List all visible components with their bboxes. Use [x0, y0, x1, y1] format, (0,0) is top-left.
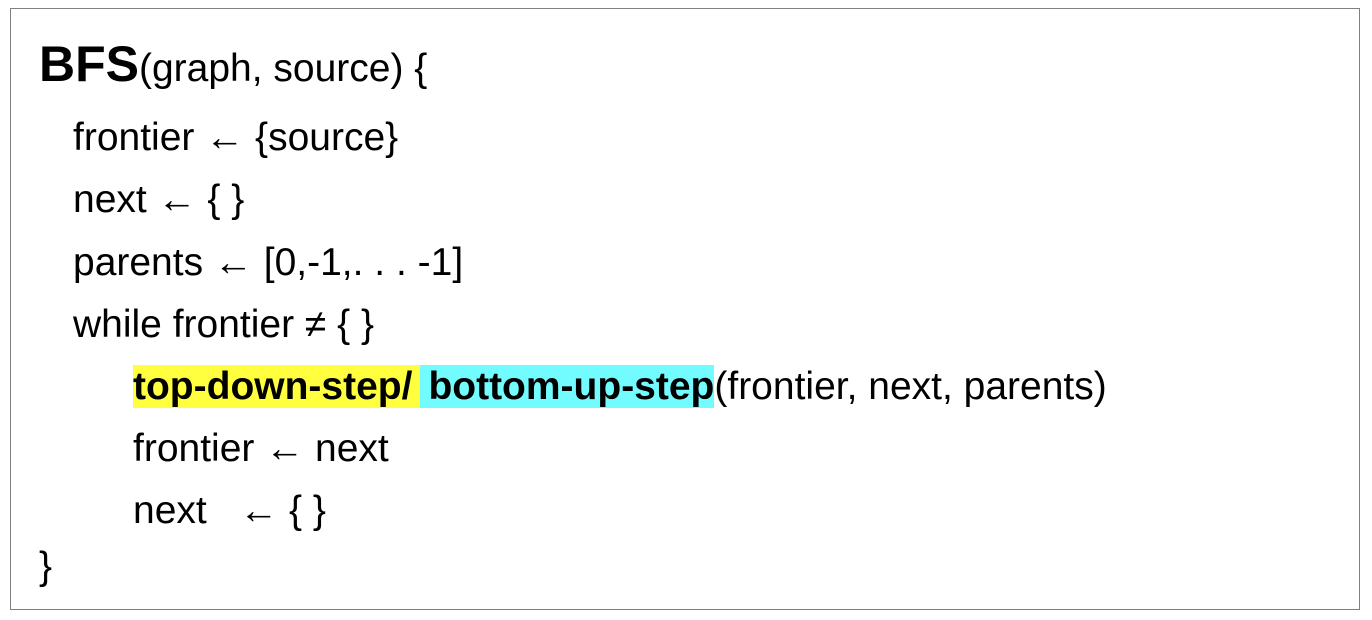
- function-header: BFS(graph, source) {: [39, 36, 428, 92]
- step-call-line: top-down-step/bottom-up-step(frontier, n…: [133, 362, 1107, 412]
- frontier-init-line: frontier ← {source}: [73, 116, 399, 159]
- parents-init-line: parents ← [0,-1,. . . -1]: [73, 241, 464, 284]
- pseudocode-box: BFS(graph, source) { frontier ← {source}…: [10, 8, 1360, 610]
- frontier-update-line: frontier ← next: [133, 427, 389, 470]
- function-name: BFS: [39, 36, 139, 92]
- next-reset-line: next ← { }: [133, 489, 326, 532]
- next-init-line: next ← { }: [73, 178, 245, 221]
- closing-brace: }: [39, 545, 53, 588]
- while-loop-line: while frontier ≠ { }: [73, 303, 375, 346]
- bottom-up-step-highlight: bottom-up-step: [420, 365, 715, 408]
- function-signature: (graph, source) {: [139, 47, 428, 90]
- top-down-step-highlight: top-down-step/: [133, 365, 421, 408]
- step-arguments: (frontier, next, parents): [714, 365, 1107, 408]
